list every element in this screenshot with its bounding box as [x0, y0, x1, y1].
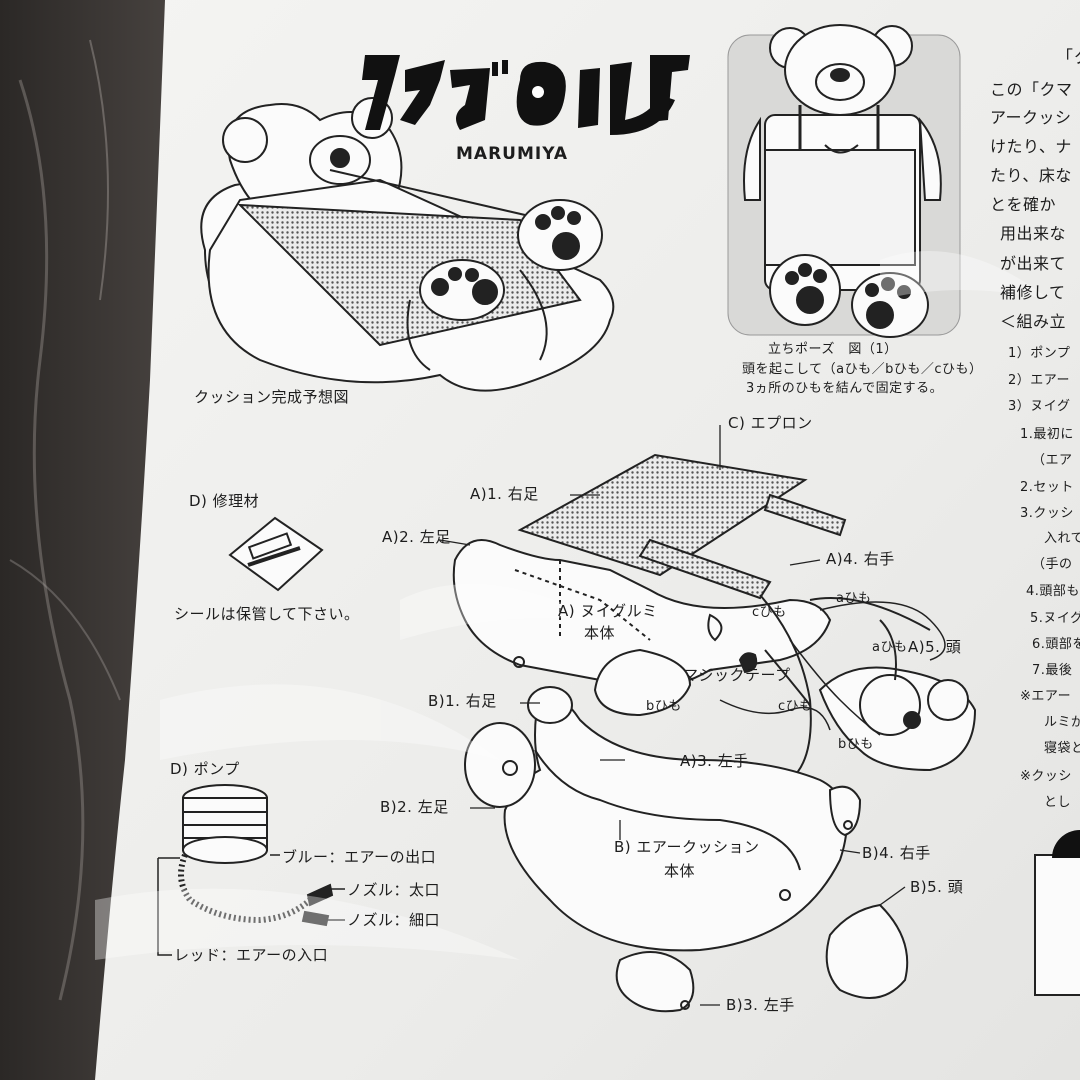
a-left-hand-label: A)3. 左手 — [680, 752, 749, 770]
b-left-foot-label: B)2. 左足 — [380, 798, 449, 816]
right-text-line: たり、床な — [990, 166, 1072, 185]
standing-pose-line1: 頭を起こして（aひも／bひも／cひも） — [742, 362, 983, 377]
pump-figure — [157, 784, 345, 956]
b-body-label-1: B) エアークッション — [614, 838, 760, 856]
b-right-foot-label: B)1. 右足 — [428, 692, 497, 710]
repair-label: D) 修理材 — [189, 492, 260, 510]
standing-pose-figure — [727, 24, 961, 338]
right-text-line: 用出来な — [1000, 224, 1067, 243]
right-step-line: 3.クッシ — [1020, 506, 1074, 521]
leader-lines — [439, 425, 906, 1006]
a-body-label-2: 本体 — [584, 624, 616, 642]
right-step-line: 1.最初に — [1020, 427, 1074, 442]
right-step-line: （エア — [1032, 453, 1073, 468]
apron-label: C) エプロン — [728, 414, 813, 432]
logo-subtitle: MARUMIYA — [456, 144, 569, 164]
right-step-line: とし — [1044, 795, 1072, 810]
right-step-line: 2）エアー — [1008, 373, 1070, 388]
pump-label: D) ポンプ — [170, 760, 240, 778]
a-right-foot-label: A)1. 右足 — [470, 485, 539, 503]
b-right-hand-label: B)4. 右手 — [862, 844, 931, 862]
nozzle-thick-label: ノズル：太口 — [347, 881, 441, 899]
right-step-line: 5.ヌイグ — [1030, 611, 1080, 626]
plastic-film — [95, 251, 1050, 960]
right-text-line: が出来て — [1000, 254, 1067, 273]
a-body-label-1: A) ヌイグルミ — [558, 602, 658, 620]
right-step-line: 7.最後 — [1032, 663, 1073, 678]
logo-art — [362, 55, 690, 135]
right-text-line: ＜組み立 — [1000, 312, 1067, 331]
right-step-line: 6.頭部を — [1032, 637, 1080, 652]
a-string-label-2: aひも — [872, 640, 908, 655]
c-string-label: cひも — [752, 605, 787, 620]
standing-pose-title: 立ちポーズ 図（1） — [768, 342, 898, 357]
b-left-hand-label: B)3. 左手 — [726, 996, 795, 1014]
pump-blue-label: ブルー：エアーの出口 — [282, 848, 437, 866]
c-string-label-2: cひも — [778, 699, 813, 714]
right-step-line: 寝袋と — [1044, 741, 1080, 756]
right-text-line: この「クマ — [990, 80, 1073, 99]
right-heading: 「ク — [1056, 48, 1080, 68]
right-text-line: 補修して — [1000, 283, 1066, 302]
right-step-line: 入れて — [1044, 531, 1080, 546]
a-head-label: A)5. 頭 — [908, 638, 962, 656]
right-step-line: （手の — [1032, 557, 1073, 572]
right-step-line: 4.頭部も — [1026, 584, 1080, 599]
b-string-label-1: bひも — [646, 699, 682, 714]
nozzle-thin-label: ノズル：細口 — [347, 911, 441, 929]
velcro-label: マジックテープ — [683, 666, 791, 684]
right-step-line: 2.セット — [1020, 480, 1074, 495]
repair-kit-figure — [228, 516, 324, 592]
b-head-label: B)5. 頭 — [910, 878, 964, 896]
right-text-line: アークッシ — [990, 108, 1072, 127]
right-step-line: ルミが — [1044, 715, 1080, 730]
right-step-line: ※クッシ — [1020, 769, 1072, 784]
right-text-line: とを確か — [990, 195, 1057, 214]
right-box — [1034, 854, 1080, 996]
parts-diagram — [452, 453, 977, 1013]
cushion-illustration — [200, 97, 615, 392]
right-text-line: けたり、ナ — [990, 137, 1072, 156]
right-step-line: 1）ポンプ — [1008, 346, 1071, 361]
repair-note: シールは保管して下さい。 — [174, 605, 360, 623]
a-right-hand-label: A)4. 右手 — [826, 550, 895, 568]
standing-pose-line2: 3ヵ所のひもを結んで固定する。 — [746, 381, 944, 396]
b-body-label-2: 本体 — [664, 862, 696, 880]
b-string-label-2: bひも — [838, 737, 874, 752]
right-step-line: ※エアー — [1020, 689, 1072, 704]
a-left-foot-label: A)2. 左足 — [382, 528, 451, 546]
cushion-caption: クッション完成予想図 — [194, 388, 350, 406]
a-string-label-1: aひも — [836, 591, 872, 606]
right-step-line: 3）ヌイグ — [1008, 399, 1071, 414]
pump-red-label: レッド：エアーの入口 — [174, 946, 329, 964]
